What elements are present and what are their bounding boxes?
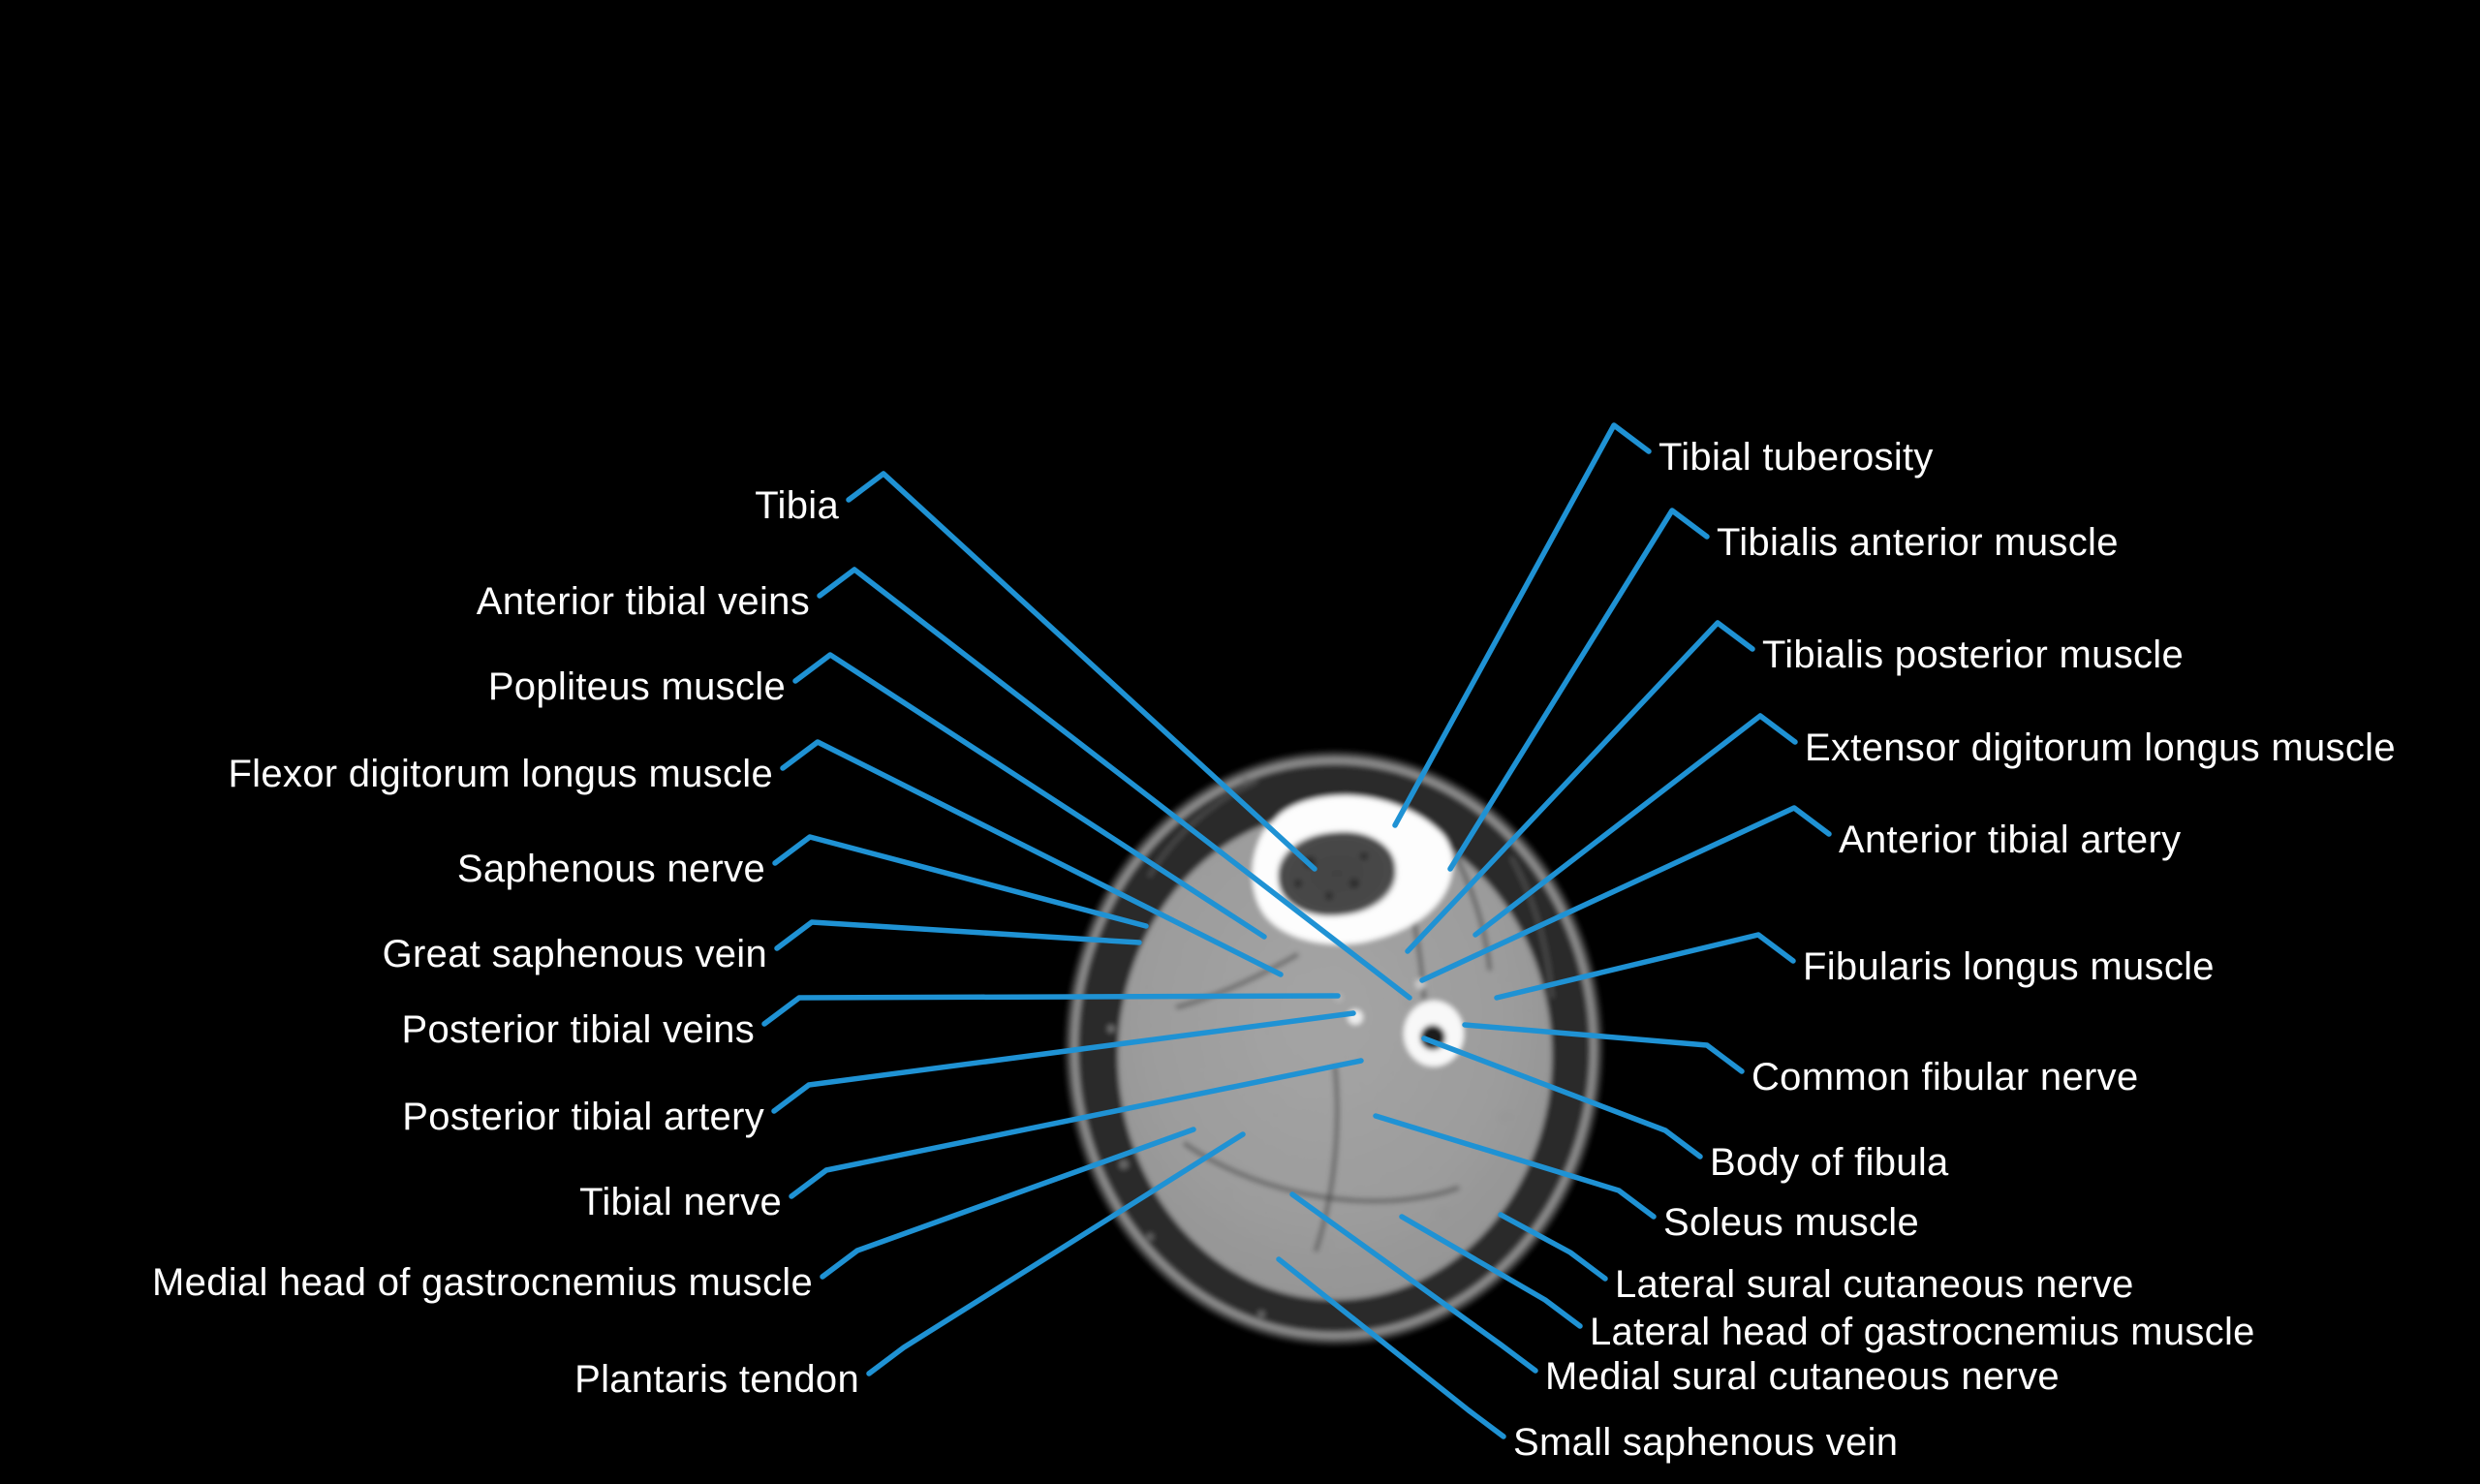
leader-line-tibial-nerve: [789, 1058, 1364, 1199]
label-plantaris-tendon: Plantaris tendon: [574, 1358, 859, 1401]
label-lateral-sural-cutaneous-nerve: Lateral sural cutaneous nerve: [1615, 1263, 2134, 1306]
ct-scan: [1066, 752, 1602, 1345]
label-lateral-head-of-gastrocnemius-muscle: Lateral head of gastrocnemius muscle: [1590, 1311, 2255, 1353]
leader-line-posterior-tibial-veins: [761, 993, 1341, 1027]
leader-line-tibial-tuberosity: [1392, 422, 1652, 828]
leader-line-lateral-head-of-gastrocnemius-muscle: [1399, 1214, 1583, 1329]
label-flexor-digitorum-longus-muscle: Flexor digitorum longus muscle: [228, 753, 773, 795]
marrow-speckle: [1278, 832, 1396, 915]
label-popliteus-muscle: Popliteus muscle: [487, 665, 786, 708]
label-anterior-tibial-veins: Anterior tibial veins: [476, 580, 810, 623]
leader-line-flexor-digitorum-longus-muscle: [780, 739, 1284, 977]
leader-line-medial-sural-cutaneous-nerve: [1289, 1191, 1538, 1374]
leader-line-anterior-tibial-veins: [817, 567, 1412, 1001]
label-medial-sural-cutaneous-nerve: Medial sural cutaneous nerve: [1545, 1355, 2060, 1398]
leader-line-saphenous-nerve: [772, 834, 1149, 929]
leader-line-fibularis-longus-muscle: [1494, 932, 1796, 1001]
leader-line-small-saphenous-vein: [1276, 1256, 1506, 1439]
label-common-fibular-nerve: Common fibular nerve: [1752, 1056, 2139, 1098]
label-tibia: Tibia: [755, 484, 839, 527]
leader-line-medial-head-of-gastrocnemius-muscle: [820, 1127, 1196, 1280]
label-tibial-nerve: Tibial nerve: [579, 1181, 782, 1223]
label-small-saphenous-vein: Small saphenous vein: [1513, 1421, 1899, 1464]
label-tibialis-posterior-muscle: Tibialis posterior muscle: [1762, 634, 2185, 676]
label-posterior-tibial-artery: Posterior tibial artery: [402, 1096, 764, 1138]
leader-line-plantaris-tendon: [866, 1131, 1246, 1376]
label-tibialis-anterior-muscle: Tibialis anterior muscle: [1717, 521, 2119, 564]
small-vessel-dot: [1404, 1001, 1410, 1006]
leader-line-great-saphenous-vein: [774, 919, 1142, 951]
label-fibularis-longus-muscle: Fibularis longus muscle: [1803, 945, 2215, 988]
leader-line-body-of-fibula: [1421, 1036, 1703, 1159]
label-extensor-digitorum-longus-muscle: Extensor digitorum longus muscle: [1805, 727, 2396, 769]
leader-line-tibialis-anterior-muscle: [1447, 508, 1710, 872]
label-anterior-tibial-artery: Anterior tibial artery: [1839, 819, 2182, 861]
label-saphenous-nerve: Saphenous nerve: [456, 848, 765, 890]
label-great-saphenous-vein: Great saphenous vein: [382, 933, 767, 975]
leader-lines: [761, 422, 1832, 1439]
leader-line-extensor-digitorum-longus-muscle: [1472, 713, 1798, 938]
label-soleus-muscle: Soleus muscle: [1663, 1201, 1920, 1244]
leader-line-posterior-tibial-artery: [771, 1010, 1356, 1114]
leader-line-anterior-tibial-artery: [1419, 805, 1832, 983]
label-tibial-tuberosity: Tibial tuberosity: [1658, 436, 1934, 479]
leader-line-tibia: [846, 471, 1318, 872]
leader-line-tibialis-posterior-muscle: [1405, 620, 1755, 954]
leader-line-common-fibular-nerve: [1462, 1022, 1745, 1074]
label-posterior-tibial-veins: Posterior tibial veins: [401, 1008, 755, 1051]
leader-line-lateral-sural-cutaneous-nerve: [1498, 1212, 1608, 1282]
label-medial-head-of-gastrocnemius-muscle: Medial head of gastrocnemius muscle: [152, 1261, 813, 1304]
fibula: [1404, 1001, 1464, 1067]
label-body-of-fibula: Body of fibula: [1710, 1141, 1949, 1184]
leader-line-popliteus-muscle: [792, 652, 1267, 940]
leader-line-soleus-muscle: [1373, 1113, 1657, 1220]
tibia: [1252, 795, 1453, 944]
fascia-lines: [1175, 852, 1493, 1252]
